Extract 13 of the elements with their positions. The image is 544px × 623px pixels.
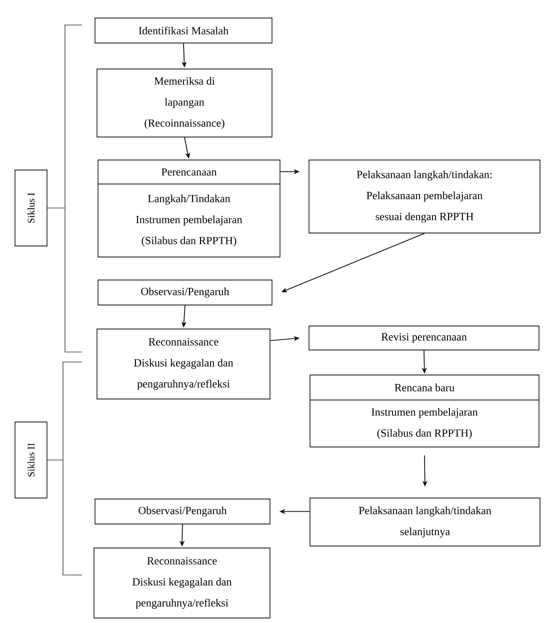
process-box: Pelaksanaan langkah/tindakan selanjutnya xyxy=(310,498,540,546)
process-box: Reconnaissance Diskusi kegagalan dan pengaruhnya/refleksi xyxy=(96,328,270,400)
process-box: Pelaksanaan langkah/tindakan: Pelaksanaan pembelajaran sesuai dengan RPPTH xyxy=(308,160,540,234)
process-box: Memeriksa di lapangan (Recoinnaissance) xyxy=(96,68,272,138)
cycle-label-box: Siklus II xyxy=(14,422,48,498)
process-box: Rencana baru Instrumen pembelajaran (Silabus dan RPPTH) xyxy=(310,374,540,448)
cycle-label-box: Siklus I xyxy=(14,170,48,246)
process-box: Perencanaan Langkah/Tindakan Instrumen pembelajaran (Silabus dan RPPTH) xyxy=(98,160,280,258)
process-box: Observasi/Pengaruh xyxy=(94,498,270,524)
process-box: Identifikasi Masalah xyxy=(94,18,272,44)
process-box: Revisi perencanaan xyxy=(308,326,540,350)
process-box: Reconnaissance Diskusi kegagalan dan pengaruhnya/refleksi xyxy=(94,548,270,618)
process-box: Observasi/Pengaruh xyxy=(98,280,272,306)
